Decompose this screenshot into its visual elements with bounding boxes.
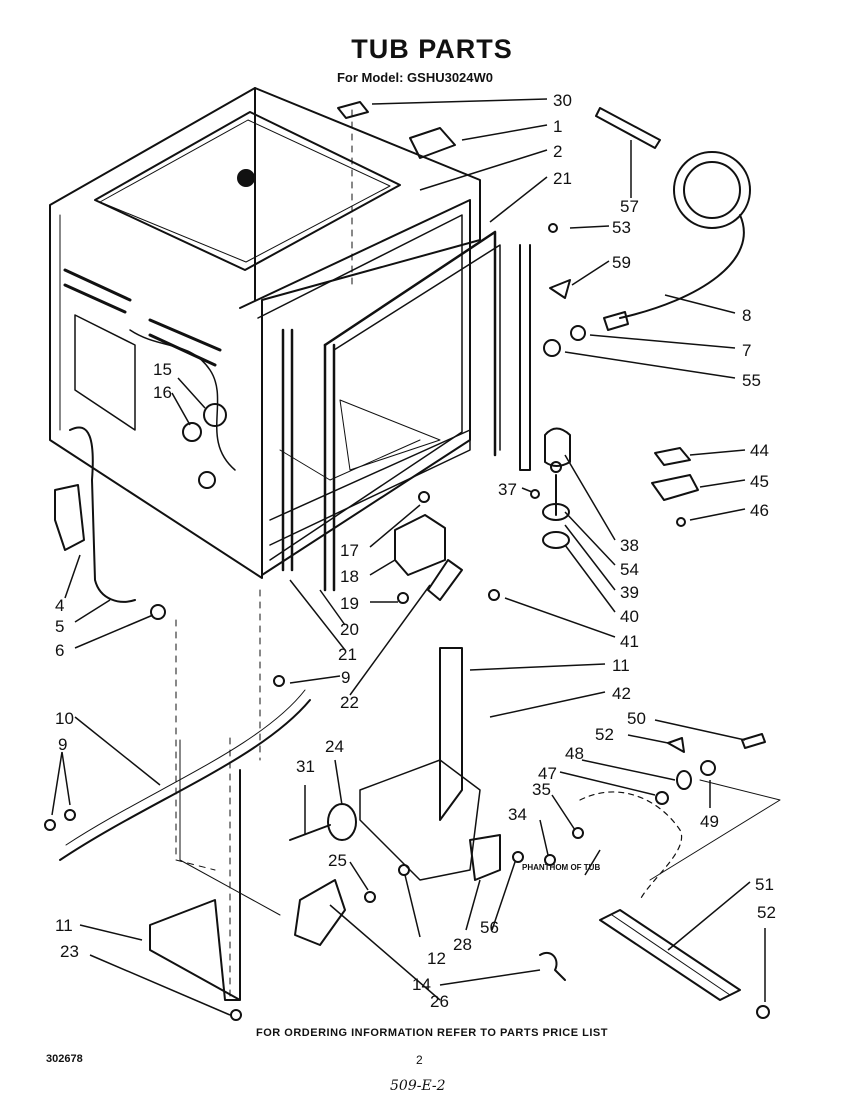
- tub-body: [49, 87, 481, 579]
- callout-40: 40: [620, 607, 639, 626]
- callout-55: 55: [742, 371, 761, 390]
- callout-52-top: 52: [595, 725, 614, 744]
- callout-30: 30: [553, 91, 572, 110]
- callout-54: 54: [620, 560, 639, 579]
- callout-9-left: 9: [58, 735, 67, 754]
- phantom-of-tub-note: PHANTHOM OF TUB: [522, 863, 600, 872]
- page-title: TUB PARTS: [351, 34, 513, 64]
- right-lower-parts: [544, 733, 781, 1019]
- callout-31: 31: [296, 757, 315, 776]
- right-bracket-parts: [530, 427, 699, 549]
- callout-56: 56: [480, 918, 499, 937]
- callout-24: 24: [325, 737, 344, 756]
- callout-26: 26: [430, 992, 449, 1011]
- document-number: 302678: [46, 1053, 83, 1065]
- callout-44: 44: [750, 441, 769, 460]
- top-small-parts: [337, 101, 751, 357]
- callout-17: 17: [340, 541, 359, 560]
- handwritten-note: 509-E-2: [390, 1078, 446, 1094]
- callout-11-right: 11: [612, 656, 630, 675]
- callout-4: 4: [55, 596, 64, 615]
- leader-lines: [51, 98, 766, 1016]
- callout-53: 53: [612, 218, 631, 237]
- callout-14: 14: [412, 975, 431, 994]
- callout-47: 47: [538, 764, 557, 783]
- callout-52-bottom: 52: [757, 903, 776, 922]
- callout-16: 16: [153, 383, 172, 402]
- callout-21-bottom: 21: [338, 645, 357, 664]
- callout-37: 37: [498, 480, 517, 499]
- model-subtitle: For Model: GSHU3024W0: [336, 70, 494, 85]
- callout-45: 45: [750, 472, 769, 491]
- callout-12: 12: [427, 949, 446, 968]
- callout-5: 5: [55, 617, 64, 636]
- callout-28: 28: [453, 935, 472, 954]
- callout-21-top: 21: [553, 169, 572, 188]
- callout-42: 42: [612, 684, 631, 703]
- callout-19: 19: [340, 594, 359, 613]
- callout-39: 39: [620, 583, 639, 602]
- callout-10: 10: [55, 709, 74, 728]
- callout-18: 18: [340, 567, 359, 586]
- callout-22: 22: [340, 693, 359, 712]
- callout-labels: 30 1 2 21 57 53 59 8 7 55 15 16 44 45 46…: [55, 91, 776, 1011]
- callout-49: 49: [700, 812, 719, 831]
- callout-48: 48: [565, 744, 584, 763]
- callout-51: 51: [755, 875, 774, 894]
- callout-59: 59: [612, 253, 631, 272]
- callout-25: 25: [328, 851, 347, 870]
- callout-34: 34: [508, 805, 527, 824]
- center-lower-parts: [394, 491, 500, 604]
- callout-23: 23: [60, 942, 79, 961]
- ordering-note: FOR ORDERING INFORMATION REFER TO PARTS …: [256, 1027, 608, 1039]
- callout-46: 46: [750, 501, 769, 520]
- callout-50: 50: [627, 709, 646, 728]
- callout-8: 8: [742, 306, 751, 325]
- dashed-connectors: [175, 109, 353, 1001]
- callout-2: 2: [553, 142, 562, 161]
- callout-9-top: 9: [341, 668, 350, 687]
- tub-opening-frame: [239, 199, 531, 592]
- callout-35: 35: [532, 780, 551, 799]
- callout-57: 57: [620, 197, 639, 216]
- left-side-parts: [44, 426, 311, 861]
- callout-6: 6: [55, 641, 64, 660]
- callout-15: 15: [153, 360, 172, 379]
- callout-38: 38: [620, 536, 639, 555]
- callout-41: 41: [620, 632, 639, 651]
- callout-7: 7: [742, 341, 751, 360]
- callout-20: 20: [340, 620, 359, 639]
- callout-1: 1: [553, 117, 562, 136]
- callout-11-left: 11: [55, 916, 73, 935]
- page-number: 2: [416, 1053, 423, 1067]
